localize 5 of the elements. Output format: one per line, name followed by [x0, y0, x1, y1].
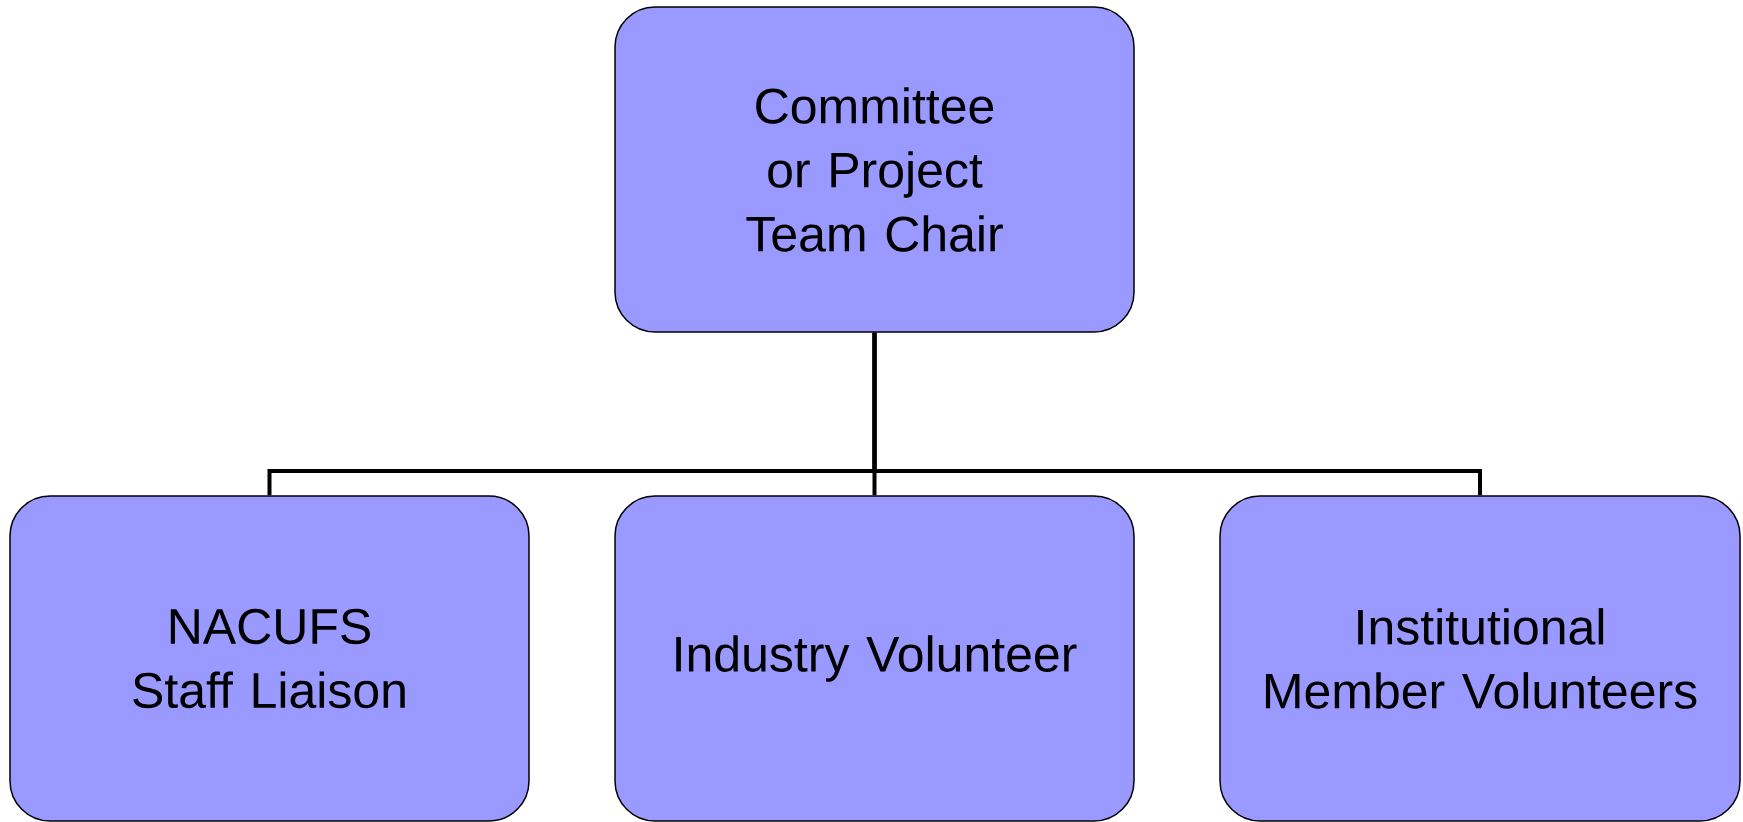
org-box: Institutional Member Volunteers — [1219, 495, 1741, 822]
org-box: NACUFS Staff Liaison — [9, 495, 530, 822]
connector-line — [872, 332, 1482, 496]
org-box: Committee or Project Team Chair — [614, 6, 1135, 333]
org-box: Industry Volunteer — [614, 495, 1135, 822]
